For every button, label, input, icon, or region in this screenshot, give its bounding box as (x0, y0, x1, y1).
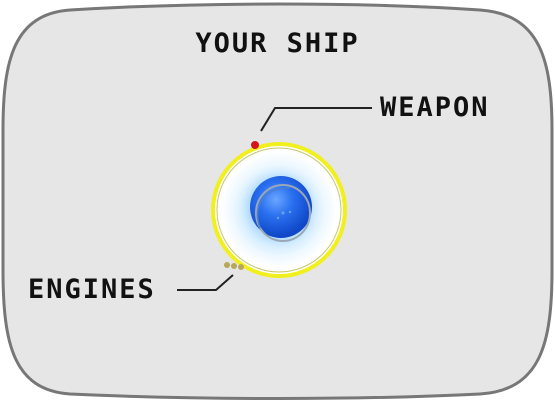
ship-marker (281, 211, 285, 215)
ship-inner-ring (216, 147, 342, 273)
weapon-dot-icon (251, 141, 259, 149)
ship-marker (276, 216, 280, 220)
weapon-label: WEAPON (380, 92, 490, 123)
weapon-leader-line (260, 107, 372, 132)
page-title: YOUR SHIP (195, 28, 360, 59)
engines-label: ENGINES (28, 274, 156, 305)
ship-marker (288, 210, 292, 214)
ship-icon[interactable] (211, 142, 347, 278)
engines-leader-line (177, 274, 234, 291)
ship-cockpit (255, 184, 311, 242)
ship-cockpit-arc (256, 187, 291, 229)
engine-dots-icon (224, 262, 244, 270)
